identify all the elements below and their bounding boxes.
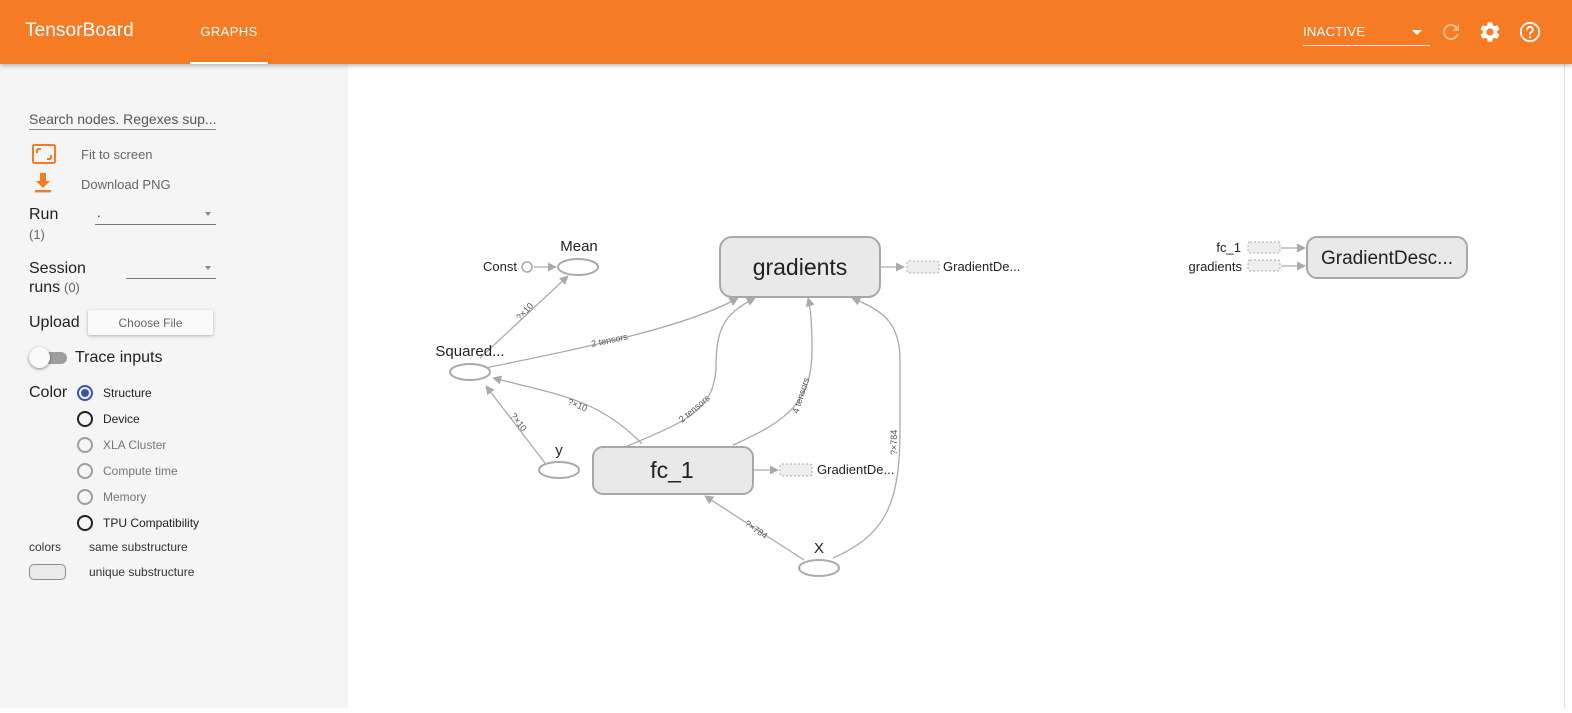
run-count: (1) (29, 227, 45, 242)
run-dropdown[interactable]: . (95, 205, 216, 225)
edge-label-x-gradients: ?×784 (889, 430, 899, 455)
fit-screen-icon (29, 142, 57, 168)
bridge-gradients-out[interactable] (906, 260, 940, 274)
bridge-gradients-out-label: GradientDe... (943, 259, 1020, 274)
graph-controls-sidebar: Fit to screen Download PNG Run (1) . Ses… (0, 64, 348, 708)
node-x-label: X (814, 540, 824, 557)
node-mean-label: Mean (560, 238, 598, 255)
bridge-fc1-out-label: GradientDe... (817, 462, 894, 477)
bridge-in-gradients[interactable] (1247, 259, 1281, 272)
edge-label-squared-gradients: 2 tensors (590, 331, 629, 349)
edge-label-x-fc1: ?×784 (743, 518, 770, 540)
bridge-in-gradients-label: gradients (1189, 259, 1243, 274)
bridge-fc1-out[interactable] (779, 463, 813, 477)
color-device-label: Device (103, 412, 140, 426)
edge-fc1-gradients-2tensors (624, 297, 756, 448)
edge-x-fc1 (704, 495, 805, 561)
trace-inputs-label: Trace inputs (75, 349, 163, 366)
color-xla-cluster-radio (77, 437, 93, 453)
chevron-down-icon (1412, 30, 1422, 35)
session-runs-label-line1: Session (29, 260, 86, 277)
color-compute-time-radio (77, 463, 93, 479)
choose-file-button[interactable]: Choose File (88, 310, 213, 335)
run-label: Run (29, 206, 59, 223)
color-memory-radio (77, 489, 93, 505)
color-tpu-compatibility-label: TPU Compatibility (103, 516, 200, 530)
edge-squared-mean (479, 275, 569, 359)
graph-canvas[interactable]: ?×10 2 tensors ?×10 ?×10 2 tensors 4 ten… (348, 64, 1564, 708)
session-runs-count: (0) (64, 280, 80, 295)
help-icon[interactable] (1518, 20, 1542, 44)
node-const[interactable] (521, 261, 533, 273)
edge-y-squared (485, 385, 546, 464)
legend-colors-label: colors (29, 540, 62, 554)
trace-inputs-toggle[interactable] (29, 347, 67, 368)
status-dropdown[interactable]: INACTIVE (1303, 22, 1430, 46)
edge-fc1-gradients-4tensors (732, 297, 815, 446)
legend-swatch (29, 564, 66, 580)
run-dropdown-value: . (97, 205, 101, 220)
download-png-button[interactable]: Download PNG (29, 172, 189, 198)
download-png-label: Download PNG (81, 177, 171, 192)
edge-squared-gradients (479, 297, 739, 370)
status-dropdown-value: INACTIVE (1303, 24, 1366, 39)
color-tpu-compatibility-radio[interactable] (77, 515, 93, 531)
edge-label-y-squared: ?×10 (508, 411, 528, 433)
session-runs-label-line2: runs (29, 279, 61, 296)
color-device-radio[interactable] (77, 411, 93, 427)
node-gradients[interactable] (719, 236, 881, 298)
app-header: TensorBoard GRAPHS INACTIVE (0, 0, 1572, 64)
color-structure-radio[interactable] (77, 385, 93, 401)
node-squared-label: Squared... (435, 343, 504, 360)
app-title: TensorBoard (25, 20, 134, 41)
fit-to-screen-button[interactable]: Fit to screen (29, 142, 189, 168)
settings-gear-icon[interactable] (1478, 20, 1502, 44)
tab-graphs[interactable]: GRAPHS (190, 0, 268, 64)
edge-label-fc1-gradients-b: 4 tensors (790, 376, 811, 415)
download-icon (29, 172, 57, 198)
node-squared[interactable] (449, 363, 491, 381)
toggle-knob (29, 347, 50, 368)
edge-label-fc1-gradients-a: 2 tensors (677, 393, 712, 425)
color-compute-time-label: Compute time (103, 464, 178, 478)
node-gradient-descent-label: GradientDesc... (1321, 248, 1453, 269)
edge-label-fc1-squared: ?×10 (566, 397, 589, 414)
node-fc1[interactable] (592, 446, 754, 495)
edge-x-gradients (832, 297, 901, 559)
node-y-label: y (555, 442, 563, 459)
session-runs-dropdown[interactable] (126, 259, 216, 279)
canvas-right-edge (1564, 64, 1572, 708)
edge-label-squared-mean: ?×10 (514, 301, 535, 323)
color-label: Color (29, 384, 68, 401)
chevron-down-icon (205, 212, 211, 216)
search-nodes-input[interactable] (29, 108, 216, 130)
node-gradients-label: gradients (753, 254, 848, 280)
fit-to-screen-label: Fit to screen (81, 147, 153, 162)
legend-unique-substructure: unique substructure (89, 565, 195, 579)
color-xla-cluster-label: XLA Cluster (103, 438, 167, 452)
chevron-down-icon (205, 266, 211, 270)
active-tab-indicator (190, 62, 268, 64)
upload-label: Upload (29, 314, 80, 331)
bridge-in-fc1[interactable] (1247, 241, 1281, 254)
node-mean[interactable] (557, 258, 599, 276)
color-structure-label: Structure (103, 386, 152, 400)
legend-same-substructure: same substructure (89, 540, 188, 554)
node-const-label: Const (483, 259, 517, 274)
node-y[interactable] (538, 461, 580, 479)
node-gradient-descent[interactable] (1306, 236, 1468, 279)
edge-fc1-squared (492, 375, 643, 445)
color-memory-label: Memory (103, 490, 147, 504)
refresh-icon[interactable] (1439, 20, 1463, 44)
bridge-in-fc1-label: fc_1 (1216, 240, 1241, 255)
graph-svg[interactable]: ?×10 2 tensors ?×10 ?×10 2 tensors 4 ten… (348, 64, 1564, 708)
tab-graphs-label: GRAPHS (200, 24, 258, 39)
node-x[interactable] (798, 559, 840, 577)
node-fc1-label: fc_1 (650, 457, 693, 483)
